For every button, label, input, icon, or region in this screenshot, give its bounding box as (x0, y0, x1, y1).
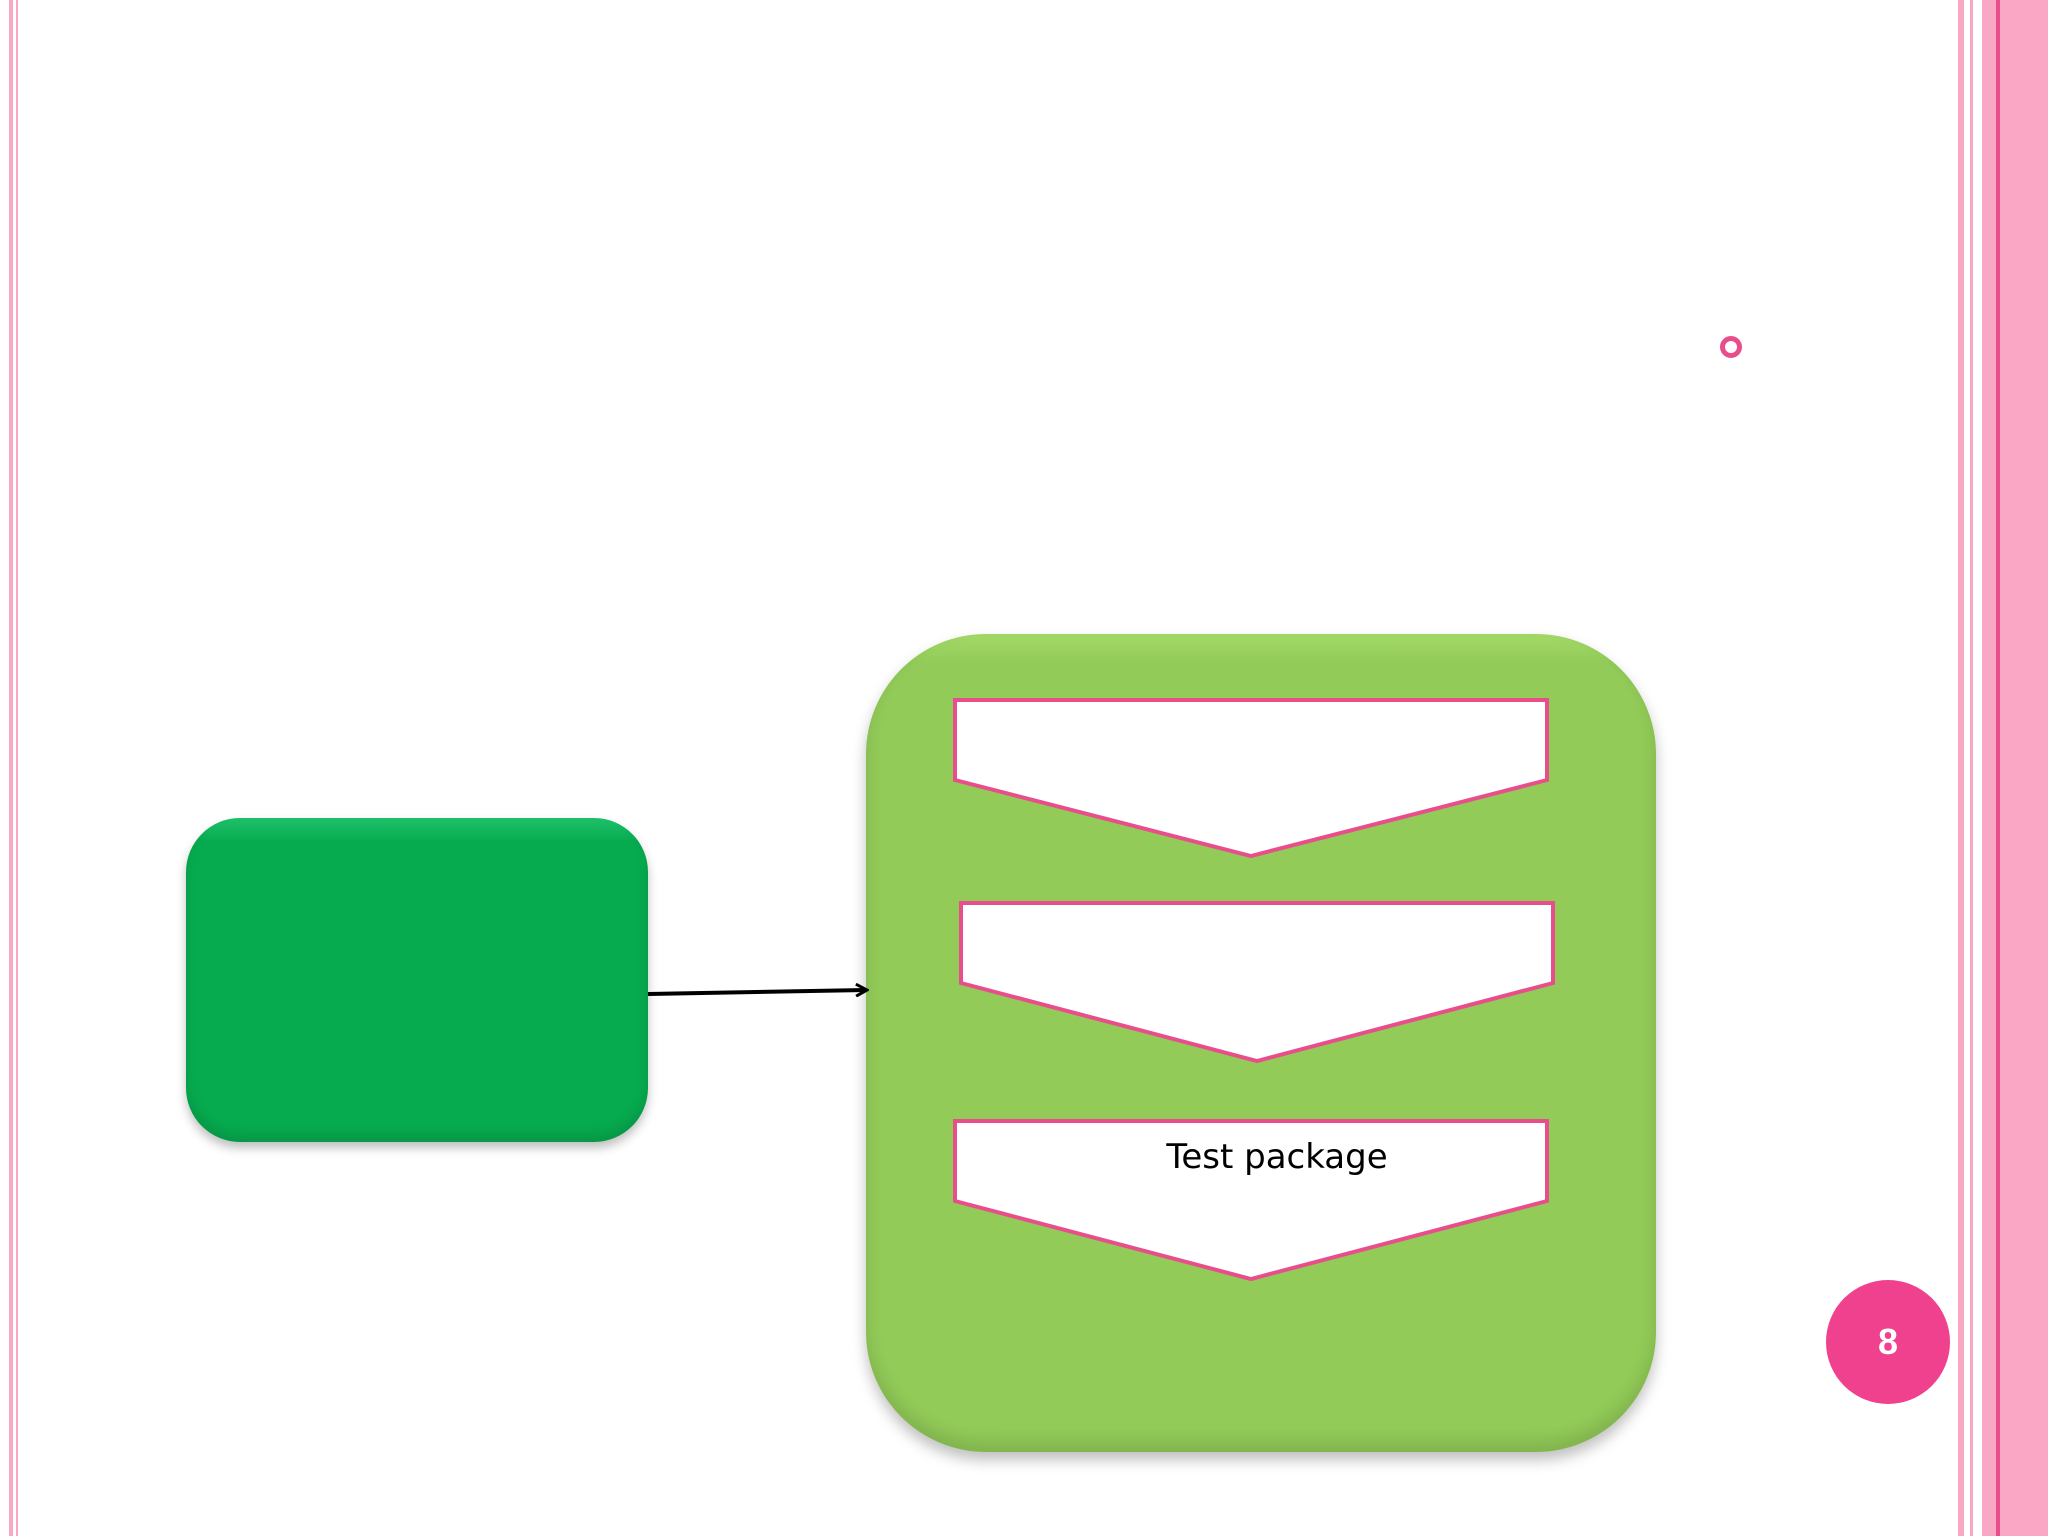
process-container (866, 634, 1656, 1452)
right-border-band (2000, 0, 2048, 1536)
source-box (186, 818, 648, 1142)
right-border-band (1982, 0, 1996, 1536)
page-number-badge: 8 (1826, 1280, 1950, 1404)
chevron-step-3-label: Test package (1166, 1137, 1388, 1177)
left-border-line (16, 0, 18, 1536)
right-border-band (1970, 0, 1973, 1536)
right-border-band (1996, 0, 2000, 1536)
bullet-circle-icon (1720, 336, 1742, 358)
left-border-line (9, 0, 13, 1536)
right-border-band (1958, 0, 1964, 1536)
connector-arrow (647, 990, 866, 994)
